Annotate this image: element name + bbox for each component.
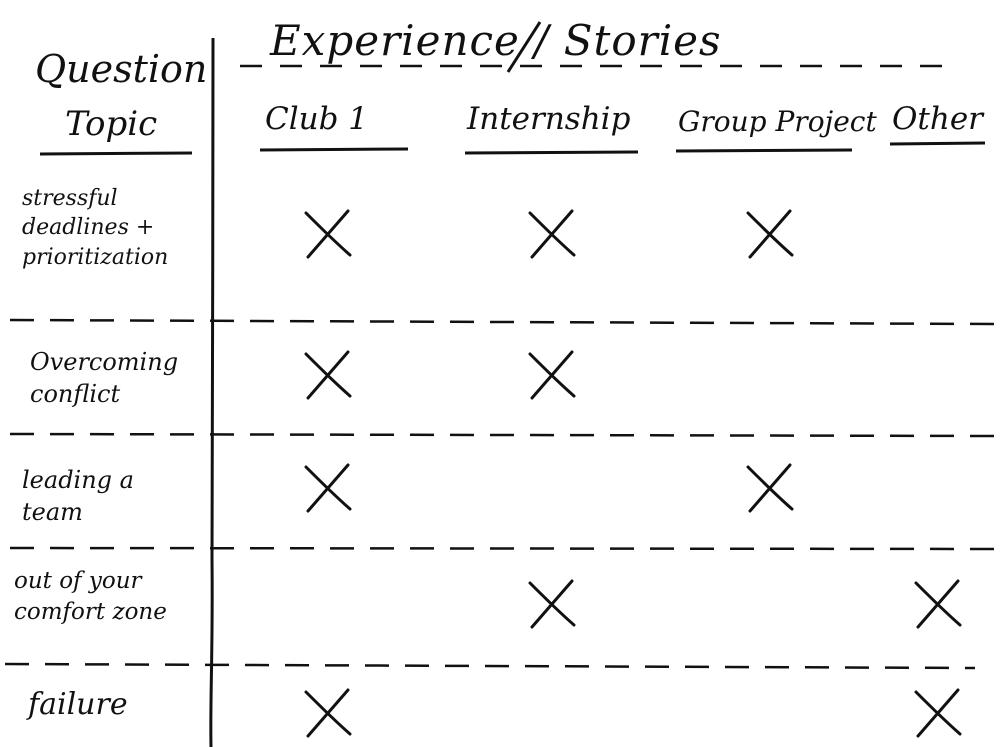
- row-label-comfort-zone: out of your comfort zone: [14, 566, 209, 627]
- row-separator-1: [9, 318, 996, 326]
- x-mark: [528, 579, 576, 629]
- row-label-line: deadlines +: [22, 215, 155, 241]
- x-mark: [746, 209, 794, 259]
- x-mark: [304, 209, 352, 259]
- x-mark-stroke: [306, 688, 350, 738]
- column-header-other: Other: [892, 101, 984, 137]
- row-separator-3: [9, 546, 996, 551]
- row-label-line: team: [22, 497, 83, 526]
- title-slash: [506, 21, 542, 73]
- row-label-line: leading a: [22, 466, 134, 494]
- row-label-line: comfort zone: [14, 598, 167, 625]
- x-mark-stroke: [306, 463, 350, 513]
- column-header-internship: Internship: [467, 101, 631, 137]
- x-mark: [528, 350, 576, 400]
- section-title: Experience / Stories: [270, 16, 722, 65]
- x-mark-stroke: [530, 209, 574, 259]
- x-mark-stroke: [530, 579, 574, 629]
- x-mark-stroke: [306, 350, 350, 400]
- x-mark-stroke: [748, 209, 792, 259]
- x-mark: [528, 209, 576, 259]
- x-mark-stroke: [916, 688, 960, 738]
- row-label-line: stressful: [22, 186, 118, 211]
- x-mark: [914, 579, 962, 629]
- row-label-line: Overcoming: [30, 348, 179, 376]
- column-header-club: Club 1: [265, 101, 369, 137]
- row-separator-2: [9, 432, 996, 438]
- x-mark-stroke: [748, 463, 792, 513]
- row-label-failure: failure: [28, 685, 208, 725]
- column-header-group-project: Group Project: [678, 105, 877, 138]
- row-label-stressful-deadlines: stressful deadlines + prioritization: [22, 184, 212, 272]
- row-label-line: out of your: [14, 568, 142, 594]
- x-mark-stroke: [916, 579, 960, 629]
- underline-topic: [39, 151, 193, 156]
- x-mark: [746, 463, 794, 513]
- underline-internship: [464, 150, 639, 155]
- x-mark-stroke: [306, 209, 350, 259]
- vertical-divider-line: [209, 37, 215, 747]
- row-label-line: prioritization: [22, 244, 169, 270]
- x-mark: [304, 463, 352, 513]
- x-mark: [304, 350, 352, 400]
- x-mark: [304, 688, 352, 738]
- row-label-overcoming-conflict: Overcoming conflict: [30, 347, 210, 411]
- question-label: Question: [35, 47, 208, 91]
- row-label-line: failure: [28, 687, 128, 722]
- underline-other: [889, 141, 986, 146]
- row-separator-4: [4, 662, 976, 670]
- x-mark: [914, 688, 962, 738]
- row-label-line: conflict: [30, 379, 121, 408]
- topic-label: Topic: [65, 104, 158, 144]
- row-label-leading-a-team: leading a team: [22, 465, 202, 529]
- underline-group-project: [675, 148, 853, 153]
- underline-club: [259, 147, 409, 152]
- x-mark-stroke: [530, 350, 574, 400]
